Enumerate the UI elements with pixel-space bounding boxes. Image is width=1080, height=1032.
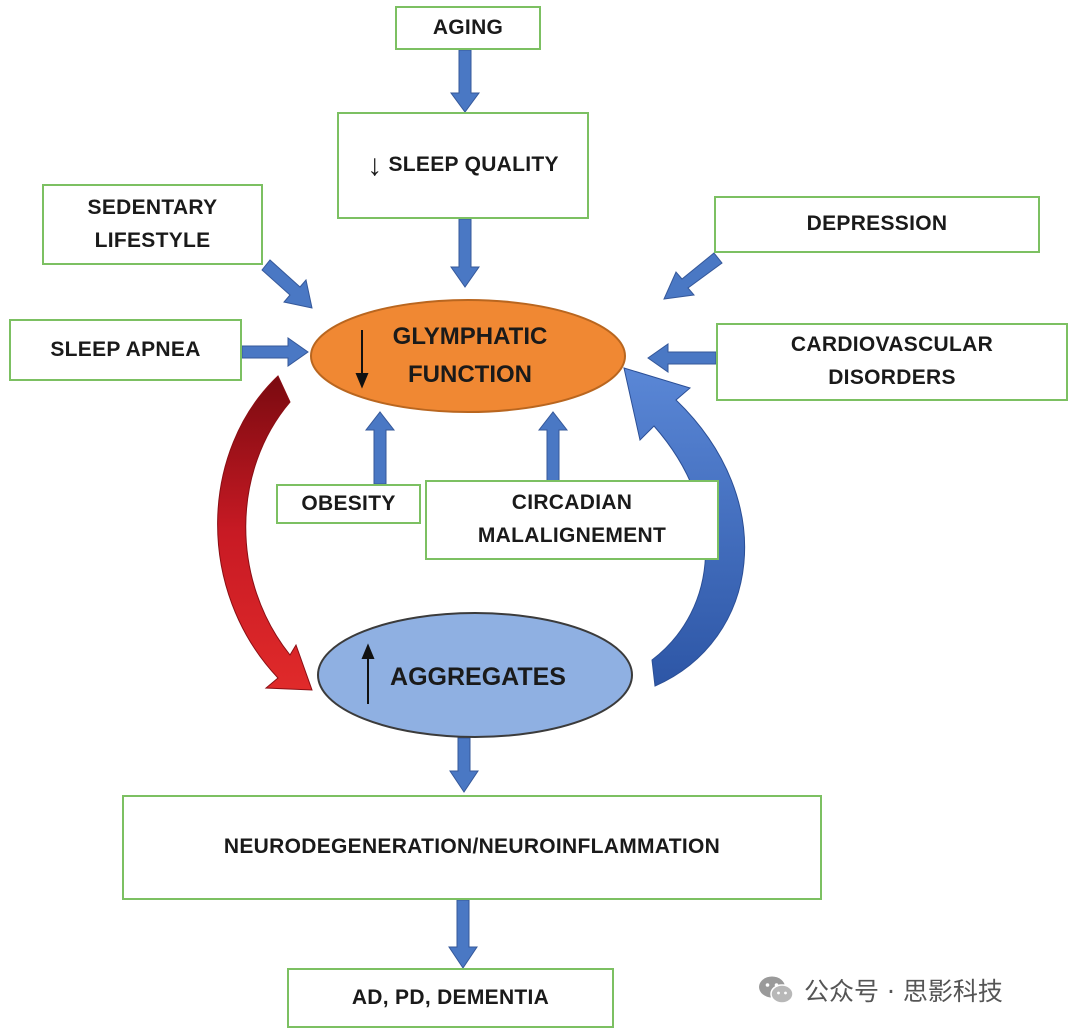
watermark-text: 公众号 · 思影科技 (804, 977, 1003, 1006)
depression-box: DEPRESSION (714, 196, 1040, 253)
aggregates-ellipse (317, 612, 633, 738)
down-arrow-icon: ↓ (367, 148, 383, 182)
circadian-label-line2: MALALIGNEMENT (477, 524, 667, 547)
sleep-apnea-label: SLEEP APNEA (50, 337, 201, 361)
sleep-quality-label: SLEEP QUALITY (388, 153, 559, 177)
outcome-box: AD, PD, DEMENTIA (287, 968, 614, 1028)
cardiovascular-label-line2: DISORDERS (828, 366, 956, 389)
curved-arrow-glymphatic-to-aggregates (217, 375, 313, 691)
arrow-sedentary-to-glymphatic (261, 259, 313, 309)
sleep-quality-box: ↓ SLEEP QUALITY (337, 112, 589, 219)
glymphatic-label: GLYMPHATIC FUNCTION (370, 312, 570, 400)
neurodegeneration-label: NEURODEGENERATION/NEUROINFLAMMATION (223, 835, 721, 859)
cardiovascular-label-line1: CARDIOVASCULAR (790, 333, 994, 357)
arrow-cardio-to-glymphatic (647, 343, 717, 373)
arrow-obesity-to-glymphatic (364, 411, 396, 485)
obesity-box: OBESITY (276, 484, 421, 524)
sedentary-label-line2: LIFESTYLE (94, 228, 211, 252)
depression-label: DEPRESSION (806, 212, 948, 236)
sedentary-label-line1: SEDENTARY (87, 195, 218, 219)
circadian-label-line1: CIRCADIAN (511, 491, 633, 515)
curved-arrow-aggregates-to-glymphatic (623, 367, 745, 687)
circadian-box: CIRCADIAN MALALIGNEMENT (425, 480, 719, 560)
arrow-sleep-quality-to-glymphatic (450, 218, 480, 288)
sleep-apnea-box: SLEEP APNEA (9, 319, 242, 381)
neurodegeneration-box: NEURODEGENERATION/NEUROINFLAMMATION (122, 795, 822, 900)
glymphatic-ellipse (310, 299, 626, 413)
outcome-label: AD, PD, DEMENTIA (351, 985, 550, 1009)
sedentary-lifestyle-box: SEDENTARY LIFESTYLE (42, 184, 263, 265)
cardiovascular-box: CARDIOVASCULAR DISORDERS (716, 323, 1068, 401)
glymphatic-label-line2: FUNCTION (408, 361, 532, 388)
arrow-aging-to-sleep-quality (450, 49, 480, 113)
glymphatic-label-line1: GLYMPHATIC (392, 322, 548, 350)
aggregates-label: AGGREGATES (390, 662, 566, 691)
wechat-icon (759, 976, 794, 1004)
arrow-neurodegeneration-to-outcome (448, 899, 478, 969)
arrow-depression-to-glymphatic (663, 252, 723, 300)
arrow-aggregates-to-neurodegeneration (449, 737, 479, 793)
arrow-sleep-apnea-to-glymphatic (241, 337, 309, 367)
obesity-label: OBESITY (301, 491, 396, 515)
aging-label: AGING (432, 15, 504, 39)
arrow-circadian-to-glymphatic (537, 411, 569, 483)
aging-box: AGING (395, 6, 541, 50)
watermark: 公众号 · 思影科技 (758, 968, 1058, 1012)
